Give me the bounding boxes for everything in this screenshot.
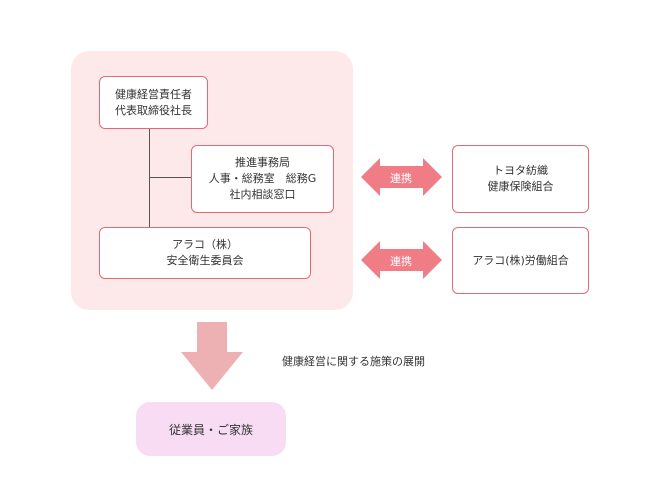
committee-name: 安全衛生委員会 [166,254,244,267]
partner-box-health-insurance: トヨタ紡織 健康保険組合 [452,145,589,213]
secretariat-box: 推進事務局 人事・総務室 総務G 社内相談窓口 [191,145,334,213]
flow-caption: 健康経営に関する施策の展開 [282,355,425,368]
partner-box-labor-union: アラコ(株)労働組合 [452,227,589,294]
committee-box: アラコ（株） 安全衛生委員会 [99,227,311,279]
double-arrow-bottom [361,241,442,279]
committee-company: アラコ（株） [172,238,238,251]
partner-top-line-1: トヨタ紡織 [493,164,548,177]
secretariat-title: 推進事務局 [235,156,290,169]
employees-box: 従業員・ご家族 [136,402,286,456]
double-arrow-top [361,158,442,196]
ceo-title: 健康経営責任者 [115,87,192,101]
ceo-role: 代表取締役社長 [115,103,192,117]
down-arrow [181,322,243,390]
partner-top-line-2: 健康保険組合 [487,180,554,193]
ceo-box: 健康経営責任者 代表取締役社長 [99,76,208,129]
partner-bottom-line-1: アラコ(株)労働組合 [472,253,569,267]
link-label-top: 連携 [390,172,412,185]
horizontal-connector [149,177,191,178]
secretariat-dept: 人事・総務室 総務G [208,172,317,185]
link-label-bottom: 連携 [390,255,412,268]
secretariat-consultation: 社内相談窓口 [229,188,296,201]
vertical-connector [149,129,150,227]
